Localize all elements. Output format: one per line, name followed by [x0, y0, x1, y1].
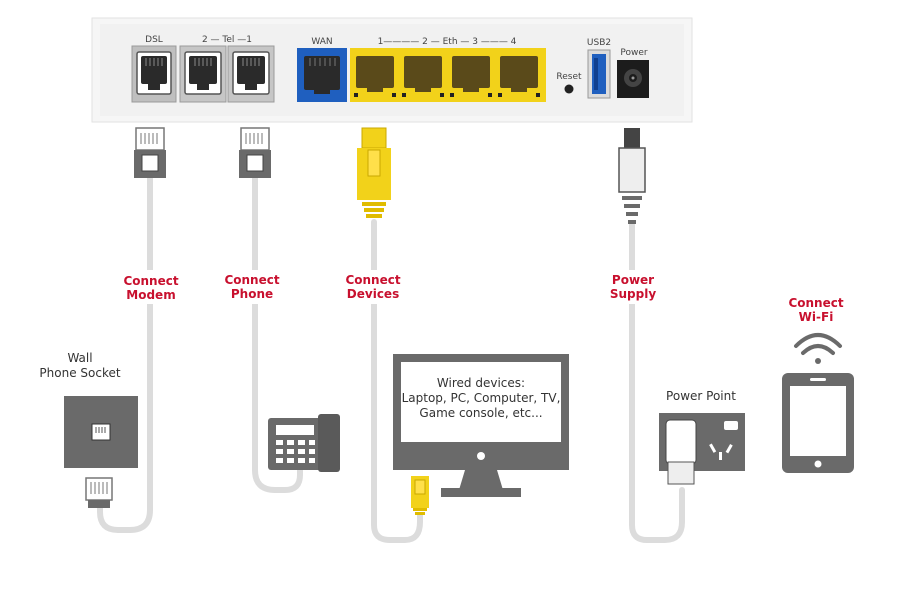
tel-port-1 — [227, 45, 275, 103]
phone-plug — [239, 127, 271, 178]
power-point: Power Point — [659, 389, 745, 485]
label-connect-wifi: Connect Wi-Fi — [788, 296, 843, 324]
cables — [97, 175, 685, 543]
svg-text:Wall: Wall — [67, 351, 92, 365]
tablet-icon — [782, 373, 854, 473]
modem-plug — [134, 127, 166, 178]
svg-text:Power Point: Power Point — [666, 389, 736, 403]
svg-text:Connect: Connect — [788, 296, 843, 310]
tel-port-2 — [179, 45, 227, 103]
eth-port-4 — [498, 56, 540, 97]
ethernet-plug — [357, 127, 391, 218]
svg-text:Supply: Supply — [610, 287, 656, 301]
ethernet-ports — [350, 48, 546, 102]
label-power-supply: Power Supply — [606, 270, 662, 304]
power-jack — [617, 60, 649, 98]
eth-port-1 — [354, 56, 396, 97]
monitor-icon: Wired devices: Laptop, PC, Computer, TV,… — [393, 354, 569, 497]
power-cable — [629, 222, 685, 543]
label-wan: WAN — [311, 37, 332, 47]
svg-text:Wi-Fi: Wi-Fi — [799, 310, 834, 324]
label-tel: 2 — Tel —1 — [202, 35, 252, 45]
monitor-ethernet-plug — [411, 476, 429, 515]
power-plug — [618, 128, 646, 224]
usb-port — [587, 49, 611, 99]
label-usb: USB2 — [587, 38, 611, 48]
label-reset: Reset — [556, 72, 582, 82]
eth-port-2 — [402, 56, 444, 97]
svg-text:Devices: Devices — [347, 287, 399, 301]
label-dsl: DSL — [145, 35, 163, 45]
label-power: Power — [620, 48, 648, 58]
dsl-port — [131, 45, 177, 103]
wan-port — [297, 48, 347, 102]
svg-text:Modem: Modem — [126, 288, 175, 302]
modem-cable — [97, 175, 153, 533]
svg-text:Phone Socket: Phone Socket — [39, 366, 120, 380]
label-connect-phone: Connect Phone — [224, 270, 282, 304]
label-eth: 1———— 2 — Eth — 3 ——— 4 — [378, 37, 517, 47]
monitor-text-line-2: Laptop, PC, Computer, TV, — [402, 391, 561, 405]
phone-cable — [252, 175, 303, 493]
wifi-icon — [794, 333, 842, 364]
label-connect-modem: Connect Modem — [122, 270, 180, 304]
svg-text:Connect: Connect — [224, 273, 279, 287]
wall-socket-plug — [85, 477, 113, 508]
label-connect-devices: Connect Devices — [344, 270, 404, 304]
svg-text:Power: Power — [612, 273, 654, 287]
reset-button — [564, 84, 574, 94]
wall-phone-socket: Wall Phone Socket — [39, 351, 138, 468]
monitor-text-line-3: Game console, etc... — [419, 406, 542, 420]
devices-cable — [371, 219, 423, 543]
telephone-icon — [268, 414, 340, 472]
router-back-panel: DSL 2 — Tel —1 WAN 1———— 2 — Eth — 3 ———… — [91, 17, 693, 123]
monitor-text-line-1: Wired devices: — [437, 376, 525, 390]
svg-text:Connect: Connect — [123, 274, 178, 288]
svg-text:Connect: Connect — [345, 273, 400, 287]
svg-text:Phone: Phone — [231, 287, 273, 301]
eth-port-3 — [450, 56, 492, 97]
